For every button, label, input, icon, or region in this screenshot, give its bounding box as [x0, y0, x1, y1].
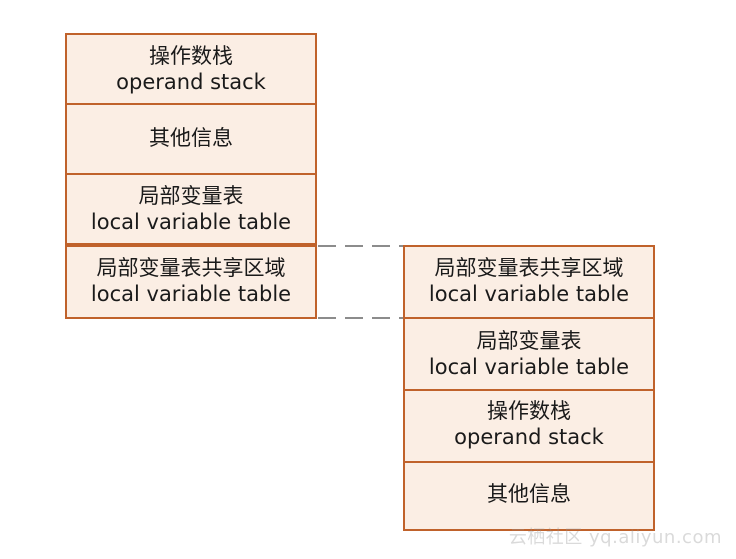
cell-label-zh: 局部变量表共享区域	[435, 256, 624, 280]
right-cell-shared-region: 局部变量表共享区域 local variable table	[403, 245, 655, 319]
cell-label-zh: 其他信息	[149, 126, 233, 150]
right-cell-operand-stack: 操作数栈 operand stack	[403, 389, 655, 463]
cell-box	[65, 245, 317, 319]
left-cell-operand-stack: 操作数栈 operand stack	[65, 33, 317, 105]
cell-box	[403, 461, 655, 531]
right-cell-local-variable-table: 局部变量表 local variable table	[403, 317, 655, 391]
left-cell-other-info: 其他信息	[65, 103, 317, 175]
cell-label-en: operand stack	[116, 70, 267, 94]
left-stack-frame: 操作数栈 operand stack 其他信息 局部变量表 local vari…	[65, 33, 317, 319]
watermark: 云栖社区 yq.aliyun.com	[508, 527, 722, 548]
cell-label-zh: 其他信息	[487, 482, 571, 506]
cell-label-zh: 局部变量表	[139, 184, 244, 208]
cell-label-en: operand stack	[454, 425, 605, 449]
cell-box	[65, 173, 317, 245]
right-cell-other-info: 其他信息	[403, 461, 655, 531]
shared-region-connectors	[318, 245, 404, 319]
left-cell-local-variable-table: 局部变量表 local variable table	[65, 173, 317, 245]
cell-label-en: local variable table	[429, 355, 629, 379]
left-cell-shared-region: 局部变量表共享区域 local variable table	[65, 245, 317, 319]
cell-box	[403, 245, 655, 319]
right-stack-frame: 局部变量表共享区域 local variable table 局部变量表 loc…	[403, 245, 655, 531]
cell-box	[403, 317, 655, 391]
cell-label-zh: 操作数栈	[149, 44, 233, 68]
cell-label-en: local variable table	[91, 282, 291, 306]
cell-label-en: local variable table	[91, 210, 291, 234]
cell-label-zh: 局部变量表共享区域	[97, 256, 286, 280]
cell-box	[403, 389, 655, 463]
cell-label-zh: 局部变量表	[477, 329, 582, 353]
cell-box	[65, 33, 317, 105]
cell-label-en: local variable table	[429, 282, 629, 306]
cell-label-zh: 操作数栈	[487, 399, 571, 423]
cell-box	[65, 103, 317, 175]
